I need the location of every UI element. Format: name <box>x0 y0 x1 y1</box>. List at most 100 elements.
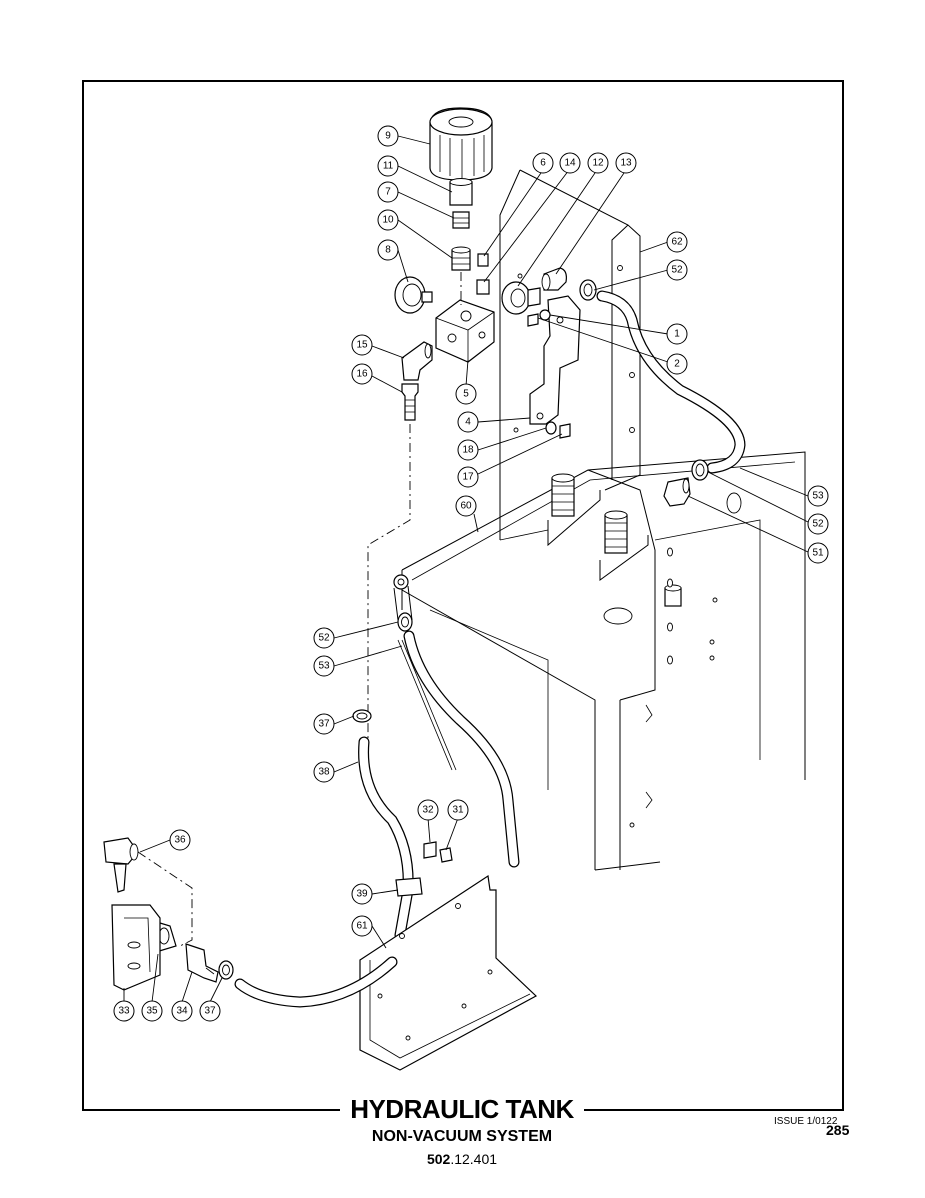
callout: 37 <box>199 1000 221 1022</box>
callout-label: 4 <box>465 417 471 428</box>
screw-2 <box>527 313 539 327</box>
callout-label: 61 <box>356 921 368 932</box>
fitting-7 <box>452 211 470 229</box>
ball-valve-36 <box>103 837 139 893</box>
document-number-suffix: .12.401 <box>450 1151 498 1167</box>
callout-label: 53 <box>318 661 330 672</box>
mounting-panel <box>499 169 641 541</box>
callout: 33 <box>113 1000 135 1022</box>
callout: 62 <box>666 231 688 253</box>
callout: 38 <box>313 761 335 783</box>
washer-18 <box>545 421 557 435</box>
screw-17 <box>559 423 571 439</box>
callout-label: 37 <box>318 719 330 730</box>
barb-16 <box>401 383 419 421</box>
callout-label: 9 <box>385 131 391 142</box>
callout-label: 12 <box>592 158 604 169</box>
callout-label: 18 <box>462 445 474 456</box>
callout-label: 52 <box>812 519 824 530</box>
callout-label: 51 <box>812 548 824 559</box>
callout-label: 16 <box>356 369 368 380</box>
fitting-10 <box>451 246 471 271</box>
callout-label: 36 <box>174 835 186 846</box>
fitting-14 <box>476 279 490 295</box>
callout: 13 <box>615 152 637 174</box>
callout: 53 <box>313 655 335 677</box>
title-rule-left <box>82 1109 340 1111</box>
callout-label: 14 <box>564 158 576 169</box>
breather-12 <box>501 281 541 315</box>
callout: 16 <box>351 363 373 385</box>
callout-label: 1 <box>674 329 680 340</box>
gauge-8 <box>394 276 433 314</box>
callout-label: 52 <box>671 265 683 276</box>
callout-label: 60 <box>460 501 472 512</box>
callout: 12 <box>587 152 609 174</box>
callout-label: 34 <box>176 1006 188 1017</box>
hose-53-upper <box>596 290 746 474</box>
hose-38 <box>358 736 414 941</box>
page-number: 285 <box>826 1122 850 1138</box>
callout: 52 <box>313 627 335 649</box>
callout: 52 <box>807 513 829 535</box>
callout: 32 <box>417 799 439 821</box>
hose-38-lower <box>234 956 398 1008</box>
callout-label: 39 <box>356 889 368 900</box>
leader-lines <box>123 135 809 1003</box>
title-rule-right <box>584 1109 844 1111</box>
valve-bracket-33 <box>111 904 161 991</box>
callout: 8 <box>377 239 399 261</box>
callout-label: 6 <box>540 158 546 169</box>
clamp-37-upper <box>352 709 372 723</box>
rod <box>397 639 457 771</box>
support-bracket-61 <box>359 874 538 1071</box>
nut-31 <box>439 847 453 863</box>
fitting-6 <box>477 253 489 267</box>
filler-cap <box>429 107 493 181</box>
drawing-title: HYDRAULIC TANK <box>350 1094 574 1124</box>
callout: 18 <box>457 439 479 461</box>
clamp-37-lower <box>218 960 234 980</box>
callout: 4 <box>457 411 479 433</box>
reducer-11 <box>449 178 473 206</box>
callout-label: 7 <box>385 187 391 198</box>
callout-label: 11 <box>383 161 394 172</box>
callout-label: 13 <box>620 158 632 169</box>
callout: 10 <box>377 209 399 231</box>
callout: 15 <box>351 334 373 356</box>
callout-label: 53 <box>812 491 824 502</box>
document-number-prefix: 502 <box>426 1151 451 1167</box>
callout: 31 <box>447 799 469 821</box>
callout-label: 10 <box>382 215 394 226</box>
callout: 61 <box>351 915 373 937</box>
centerline-return <box>367 424 411 760</box>
callout-label: 35 <box>146 1006 158 1017</box>
callout: 52 <box>666 259 688 281</box>
callout: 2 <box>666 353 688 375</box>
barb-34 <box>185 943 219 983</box>
clamp-52-mid <box>691 459 709 481</box>
callout: 37 <box>313 713 335 735</box>
callout-label: 31 <box>452 805 464 816</box>
centerline-valve <box>137 851 193 947</box>
screw-1 <box>539 309 551 321</box>
callout-label: 15 <box>356 340 368 351</box>
hose-53-lower <box>403 630 520 868</box>
clamp-39 <box>395 877 423 897</box>
callout: 60 <box>455 495 477 517</box>
callout-label: 2 <box>674 359 680 370</box>
callout: 39 <box>351 883 373 905</box>
callout-label: 8 <box>385 245 391 256</box>
callout: 34 <box>171 1000 193 1022</box>
hydraulic-tank <box>393 451 806 871</box>
callout: 11 <box>377 155 399 177</box>
callout: 7 <box>377 181 399 203</box>
screw-32 <box>423 841 437 859</box>
callout-label: 38 <box>318 767 330 778</box>
callout-label: 32 <box>422 805 434 816</box>
callout: 36 <box>169 829 191 851</box>
callout-label: 37 <box>204 1006 216 1017</box>
callout: 9 <box>377 125 399 147</box>
issue-label: ISSUE 1/0122 <box>774 1116 838 1127</box>
